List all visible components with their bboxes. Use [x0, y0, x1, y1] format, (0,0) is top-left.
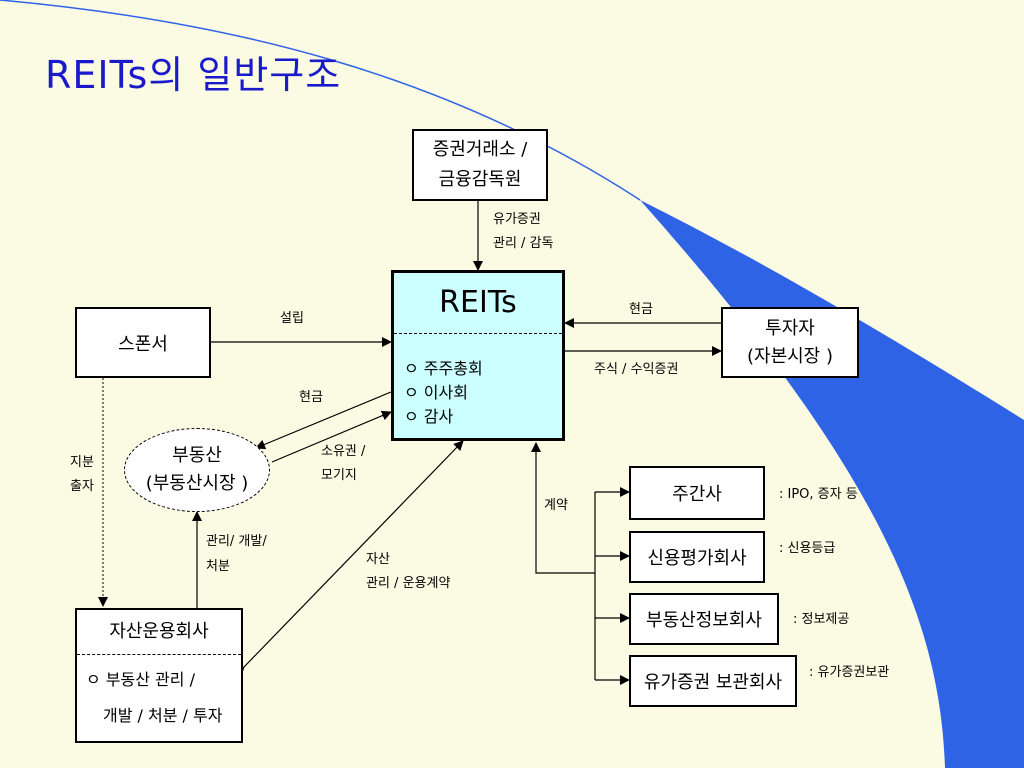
custodian-box: 유가증권 보관회사 [629, 655, 797, 707]
rating-note: : 신용등급 [779, 541, 836, 556]
exchange-line1: 증권거래소 / [432, 139, 528, 160]
edge-asset-contract-line2: 관리 / 운용계약 [366, 576, 451, 591]
rating-box: 신용평가회사 [629, 531, 765, 583]
arrow-reits-amc-bidirectional [234, 440, 464, 677]
arrow-reits-to-realestate [255, 391, 392, 450]
info-box: 부동산정보회사 [629, 593, 779, 645]
custodian-label: 유가증권 보관회사 [643, 672, 783, 693]
amc-line1: ㅇ 부동산 관리 / [86, 670, 195, 689]
underwriter-note: : IPO, 증자 등 [779, 487, 858, 502]
exchange-box: 증권거래소 / 금융감독원 [412, 129, 548, 201]
swoosh-line [0, 0, 641, 201]
sponsor-label: 스폰서 [118, 333, 168, 355]
edge-equity-line1: 지분 [70, 455, 94, 470]
edge-supervise-line1: 유가증권 [493, 212, 541, 227]
exchange-line2: 금융감독원 [438, 169, 522, 190]
reits-item-3: ㅇ 감사 [404, 407, 454, 426]
real-estate-line2: (부동산시장 ) [145, 473, 249, 494]
investor-box: 투자자 (자본시장 ) [721, 307, 859, 378]
reits-box: REITs ㅇ 주주총회 ㅇ 이사회 ㅇ 감사 [391, 270, 565, 441]
investor-line1: 투자자 [765, 317, 815, 339]
real-estate-ellipse: 부동산 (부동산시장 ) [124, 428, 270, 512]
info-label: 부동산정보회사 [646, 610, 762, 631]
edge-manage-line2: 처분 [206, 559, 230, 574]
edge-asset-contract-line1: 자산 [366, 552, 390, 567]
underwriter-box: 주간사 [629, 466, 765, 520]
reits-divider [394, 333, 562, 334]
edge-ownership-line1: 소유권 / [321, 444, 366, 459]
sponsor-box: 스폰서 [75, 307, 211, 378]
edge-supervise-line2: 관리 / 감독 [493, 236, 554, 251]
page-title: REITs의 일반구조 [45, 53, 342, 97]
arrow-contract-to-reits [531, 442, 595, 574]
edge-cash-out: 현금 [299, 390, 323, 405]
reits-title: REITs [439, 285, 517, 320]
edge-cash-in: 현금 [629, 302, 653, 317]
blue-swoosh-shape [640, 200, 1024, 768]
custodian-note: : 유가증권보관 [809, 665, 890, 680]
amc-line2: 개발 / 처분 / 투자 [103, 706, 223, 725]
reits-item-1: ㅇ 주주총회 [404, 359, 483, 378]
edge-ownership-line2: 모기지 [321, 468, 357, 483]
edge-shares: 주식 / 수익증권 [594, 362, 679, 377]
amc-title: 자산운용회사 [109, 621, 209, 642]
rating-label: 신용평가회사 [647, 548, 747, 569]
investor-line2: (자본시장 ) [746, 345, 833, 367]
edge-equity-line2: 출자 [70, 479, 94, 494]
amc-box: 자산운용회사 ㅇ 부동산 관리 / 개발 / 처분 / 투자 [75, 608, 243, 743]
edge-contract: 계약 [544, 498, 568, 513]
edge-establish: 설립 [280, 311, 304, 326]
edge-manage-line1: 관리/ 개발/ [206, 534, 267, 549]
underwriter-label: 주간사 [672, 484, 722, 505]
real-estate-line1: 부동산 [172, 445, 222, 466]
reits-item-2: ㅇ 이사회 [404, 383, 468, 402]
info-note: : 정보제공 [793, 612, 850, 627]
amc-divider [77, 654, 241, 655]
